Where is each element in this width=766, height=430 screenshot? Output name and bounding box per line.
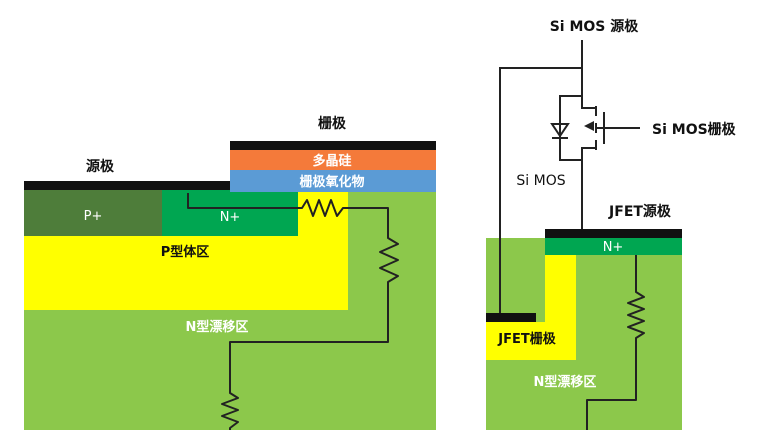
jfet-n-plus-region: [545, 238, 682, 255]
body-diode-icon: [550, 123, 570, 139]
jfet-source-metal: [545, 229, 682, 238]
source-metal-contact: [24, 181, 230, 190]
left-resistor-path: [187, 193, 399, 430]
n-plus-label: N+: [220, 210, 241, 225]
gate-label: 栅极: [318, 115, 347, 132]
mosfet-cross-section: 源极 栅极 多晶硅 栅极氧化物 P+ N+ P型体区 N型漂移区: [24, 115, 436, 430]
jfet-gate-metal: [486, 313, 536, 322]
si-mos-source-wire: [499, 40, 583, 313]
si-mos-gate-label: Si MOS栅极: [652, 121, 737, 138]
jfet-drift-label: N型漂移区: [534, 374, 597, 390]
jfet-resistor-path: [586, 255, 645, 430]
si-mos-source-label: Si MOS 源极: [550, 18, 640, 35]
mos-arrow-icon: [584, 121, 594, 131]
si-mos-label: Si MOS: [516, 173, 565, 189]
jfet-gate-p-region-upper: [545, 238, 576, 360]
jfet-source-label: JFET源极: [608, 203, 672, 220]
jfet-gate-label: JFET栅极: [497, 331, 556, 347]
n-plus-region: [162, 190, 298, 236]
n-drift-label: N型漂移区: [186, 319, 249, 335]
polysilicon-layer: [230, 150, 436, 170]
si-mos-symbol: [559, 95, 640, 229]
jfet-n-plus-label: N+: [603, 240, 624, 255]
p-plus-label: P+: [84, 209, 103, 224]
source-label: 源极: [86, 158, 115, 175]
p-plus-region: [24, 190, 162, 236]
gate-oxide-label: 栅极氧化物: [299, 174, 364, 190]
gate-metal-contact: [230, 141, 436, 150]
cascode-jfet-structure: Si MOS 源极 Si MOS栅极 Si MOS JFET源极 N+ JFET…: [486, 18, 737, 430]
polysilicon-label: 多晶硅: [312, 153, 351, 169]
gate-oxide-layer: [230, 170, 436, 192]
p-body-label: P型体区: [161, 244, 210, 260]
